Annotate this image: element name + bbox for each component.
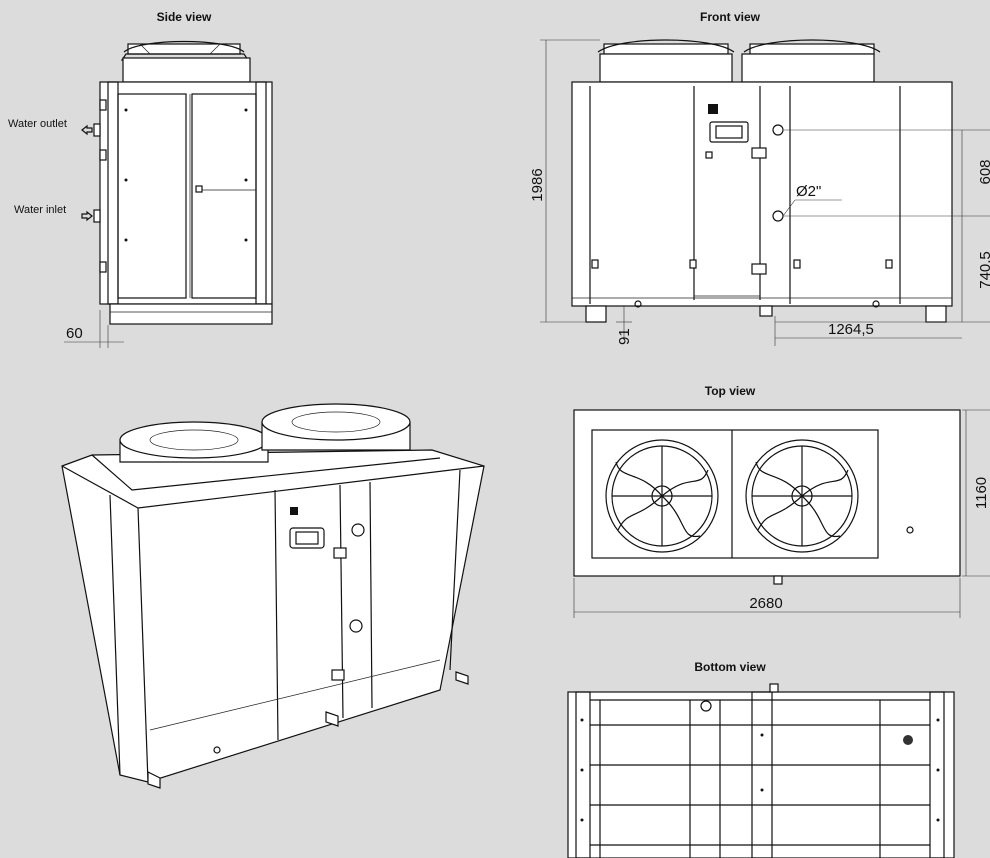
top-fan-left (605, 439, 719, 553)
side-fan (120, 40, 251, 83)
water-inlet-label: Water inlet (14, 204, 66, 216)
top-view: Top view (573, 384, 990, 618)
dim-608-label: 608 (977, 159, 990, 184)
dim-pipe-label: Ø2" (796, 183, 821, 200)
front-view: Front view (529, 10, 990, 346)
iso-cabinet-outline (61, 449, 485, 783)
front-view-title: Front view (700, 10, 761, 24)
outlet-arrow-icon (81, 124, 93, 136)
top-fan-right (745, 439, 859, 553)
side-view-title: Side view (157, 10, 212, 24)
isometric-view (61, 403, 485, 789)
top-dimensions: 2680 1160 (573, 409, 990, 618)
front-cabinet (571, 81, 953, 323)
dim-width-label: 2680 (749, 595, 782, 612)
side-cabinet (99, 81, 273, 325)
side-view: Side view (8, 10, 273, 348)
front-fans (597, 39, 881, 83)
bottom-view-title: Bottom view (694, 660, 766, 674)
dim-1264-label: 1264,5 (828, 321, 874, 338)
water-outlet-label: Water outlet (8, 118, 67, 130)
dim-740-label: 740,5 (977, 251, 990, 289)
side-connections: Water outlet Water inlet (8, 118, 101, 223)
dim-depth-label: 1160 (973, 477, 990, 509)
dim-height-label: 1986 (529, 168, 546, 201)
iso-fans (119, 403, 411, 463)
front-dimensions: 1986 Ø2" 608 740,5 1264,5 91 (529, 39, 990, 346)
dim-60-label: 60 (66, 325, 83, 342)
inlet-arrow-icon (81, 210, 93, 222)
top-cabinet (573, 409, 961, 577)
dim-60: 60 (64, 310, 124, 348)
bottom-frame (567, 691, 955, 858)
bottom-view: Bottom view (567, 660, 955, 858)
dim-91-label: 91 (616, 328, 633, 345)
top-view-title: Top view (705, 384, 756, 398)
